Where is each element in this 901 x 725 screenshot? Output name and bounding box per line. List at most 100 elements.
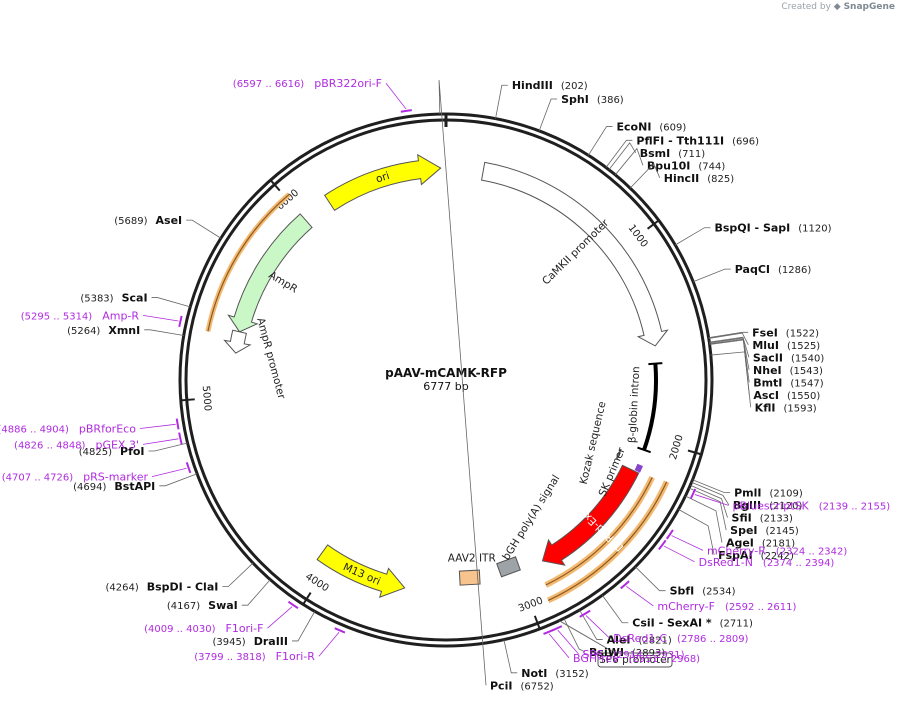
site-sacii[interactable]: SacII(1540) xyxy=(753,351,824,364)
site-agei[interactable]: AgeI(2181) xyxy=(726,537,795,550)
plasmid-name: pAAV-mCAMK-RFP xyxy=(385,366,507,380)
primer-position: (5295 .. 5314) xyxy=(21,311,93,322)
primer-leader-line xyxy=(151,467,187,478)
primer-sp6[interactable]: SP6(2914 .. 2931) xyxy=(582,648,684,661)
site-xmni[interactable]: XmnI(5264) xyxy=(67,324,140,337)
site-name: HindIII xyxy=(512,79,553,92)
feature-sk-primer[interactable] xyxy=(634,463,643,473)
primer-position: (2914 .. 2931) xyxy=(613,650,685,661)
site-name: AseI xyxy=(156,214,183,227)
site-bpu10i[interactable]: Bpu10I(744) xyxy=(647,159,725,172)
feature-beta-globin-intron[interactable] xyxy=(642,363,658,451)
site-kfli[interactable]: KflI(1593) xyxy=(755,401,817,414)
feature-m13-ori[interactable] xyxy=(316,544,406,598)
site-name: BsiWI xyxy=(589,646,624,659)
primer-name: F1ori-R xyxy=(276,650,316,663)
site-bmti[interactable]: BmtI(1547) xyxy=(753,376,824,389)
primer-leader-line xyxy=(267,606,293,629)
site-name: KflI xyxy=(755,401,776,414)
site-position: (3152) xyxy=(555,669,588,680)
site-fspai[interactable]: FspAI(2242) xyxy=(718,549,794,562)
site-sbfi[interactable]: SbfI(2534) xyxy=(670,585,736,598)
primer-leader-line xyxy=(557,629,579,655)
site-leader-line xyxy=(605,139,633,168)
primer-name: pBR322ori-F xyxy=(314,77,382,90)
feature-ori[interactable] xyxy=(323,153,442,212)
primer-dsred1-n[interactable]: DsRed1-N(2374 .. 2394) xyxy=(699,556,835,569)
site-bsiwi[interactable]: BsiWI(2893) xyxy=(589,646,665,659)
primer-amp-r[interactable]: Amp-R(5295 .. 5314) xyxy=(21,309,140,322)
ruler-tick-label: 3000 xyxy=(517,595,545,614)
site-draiii[interactable]: DraIII(3945) xyxy=(212,635,288,648)
feature-ampr[interactable] xyxy=(227,213,313,333)
site-pcii[interactable]: PciI(6752) xyxy=(490,679,554,692)
site-pflfi-tth111i[interactable]: PflFI - Tth111I(696) xyxy=(636,134,759,147)
site-name: AscI xyxy=(753,389,779,402)
feature-camkii-promoter[interactable] xyxy=(480,161,669,347)
site-position: (2109) xyxy=(769,489,802,500)
primer-mcherry-f[interactable]: mCherry-F(2592 .. 2611) xyxy=(657,600,796,613)
site-bspdi-clai[interactable]: BspDI - ClaI(4264) xyxy=(105,580,218,593)
primer-mcherry-r[interactable]: mCherry-R(2324 .. 2342) xyxy=(707,544,847,557)
feature-dsred-express[interactable] xyxy=(541,464,640,566)
site-bsmi[interactable]: BsmI(711) xyxy=(640,147,705,160)
primer-mark-pbluescriptsk xyxy=(689,488,697,499)
site-position: (1547) xyxy=(790,378,823,389)
site-bspqi-sapi[interactable]: BspQI - SapI(1120) xyxy=(714,222,831,235)
feature-label-camkii-promoter: CaMKII promoter xyxy=(540,217,612,288)
feature-ampr-promoter[interactable] xyxy=(223,329,252,354)
site-bstapi[interactable]: BstAPI(4694) xyxy=(73,480,155,493)
site-paqci[interactable]: PaqCI(1286) xyxy=(735,263,812,276)
ruler-tick-label: 6000 xyxy=(275,187,301,212)
site-name: PciI xyxy=(490,679,512,692)
site-name: SpeI xyxy=(730,524,757,537)
site-asei[interactable]: AseI(5689) xyxy=(114,214,182,227)
primer-pbr322ori-f[interactable]: pBR322ori-F(6597 .. 6616) xyxy=(233,77,382,90)
primer-f1ori-f[interactable]: F1ori-F(4009 .. 4030) xyxy=(144,622,263,635)
feature-label-sp6-promoter: SP6 promoter xyxy=(599,654,671,666)
site-asci[interactable]: AscI(1550) xyxy=(753,389,820,402)
site-leader-line xyxy=(587,126,613,156)
site-sfii[interactable]: SfiI(2133) xyxy=(732,512,794,525)
site-position: (1543) xyxy=(790,366,823,377)
primer-pgex-3[interactable]: pGEX 3'(4826 .. 4848) xyxy=(14,438,139,451)
site-fsei[interactable]: FseI(1522) xyxy=(752,326,819,339)
feature-aav2-itr[interactable] xyxy=(458,569,481,586)
site-noti[interactable]: NotI(3152) xyxy=(521,667,588,680)
primer-bgh-rev[interactable]: BGH-rev(2951 .. 2968) xyxy=(573,652,700,665)
site-hindiii[interactable]: HindIII (202) xyxy=(512,79,588,92)
site-spei[interactable]: SpeI(2145) xyxy=(730,524,799,537)
site-scai[interactable]: ScaI(5383) xyxy=(80,292,147,305)
primer-pbluescriptsk[interactable]: pBluescriptSK(2139 .. 2155) xyxy=(733,499,891,512)
site-leader-line xyxy=(678,509,715,556)
site-swai[interactable]: SwaI(4167) xyxy=(167,599,238,612)
site-position: (609) xyxy=(659,123,686,134)
site-pfoi[interactable]: PfoI(4825) xyxy=(79,445,145,458)
site-bglii[interactable]: BglII(2120) xyxy=(733,499,803,512)
site-csii-sexai[interactable]: CsiI - SexAI *(2711) xyxy=(632,617,753,630)
site-mlui[interactable]: MluI(1525) xyxy=(752,339,820,352)
primer-leader-line xyxy=(663,545,695,563)
site-position: (1120) xyxy=(798,224,831,235)
site-alei[interactable]: AleI(2821) xyxy=(607,633,672,646)
site-position: (4825) xyxy=(79,447,112,458)
feature-sp6-promoter-box[interactable] xyxy=(597,652,673,668)
feature-kozak-sequence[interactable] xyxy=(615,448,622,460)
site-leader-line xyxy=(710,351,752,408)
site-hincii[interactable]: HincII(825) xyxy=(664,172,735,185)
primer-mark-amp-r xyxy=(178,315,183,328)
site-position: (202) xyxy=(561,81,588,92)
site-name: BstAPI xyxy=(114,480,155,493)
primer-prs-marker[interactable]: pRS-marker(4707 .. 4726) xyxy=(2,471,149,484)
site-sphi[interactable]: SphI(386) xyxy=(561,93,624,106)
ruler-tick-mark xyxy=(646,219,660,230)
feature-bgh-polya-signal[interactable] xyxy=(496,556,521,578)
primer-dsred1-c[interactable]: DsRed1-C(2786 .. 2809) xyxy=(613,632,748,645)
primer-f1ori-r[interactable]: F1ori-R(3799 .. 3818) xyxy=(194,650,315,663)
site-econi[interactable]: EcoNI(609) xyxy=(617,121,687,134)
site-nhei[interactable]: NheI(1543) xyxy=(753,364,823,377)
primer-pbrforeco[interactable]: pBRforEco(4886 .. 4904) xyxy=(0,423,136,436)
site-pmli[interactable]: PmlI(2109) xyxy=(734,487,803,500)
site-name: SbfI xyxy=(670,585,695,598)
